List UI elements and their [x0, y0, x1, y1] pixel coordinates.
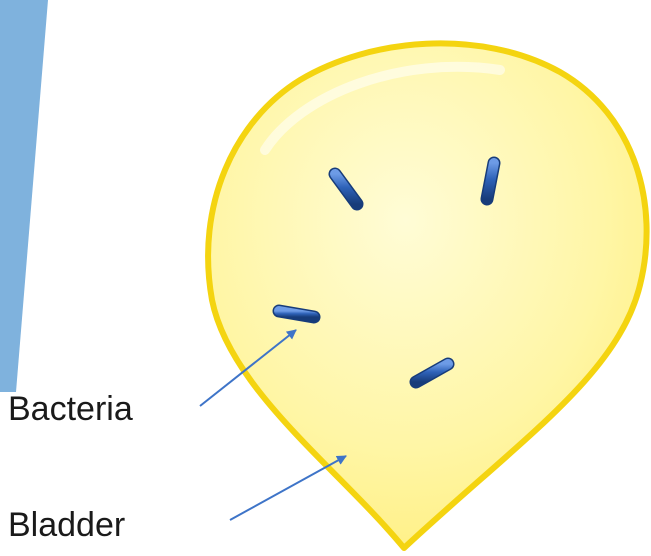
- bladder-label: Bladder: [8, 508, 125, 542]
- bladder-arrow: [230, 456, 346, 520]
- bacteria-label: Bacteria: [8, 392, 133, 426]
- bladder-shape: [208, 43, 647, 548]
- catheter-wedge: [0, 0, 48, 392]
